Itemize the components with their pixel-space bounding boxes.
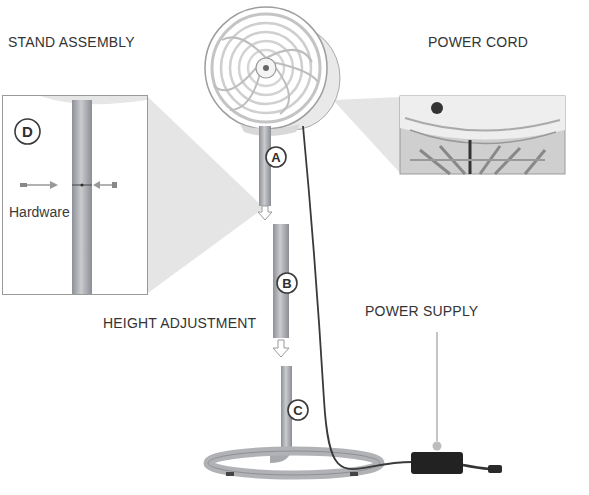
section-label: HEIGHT ADJUSTMENT (103, 315, 256, 331)
callout-letter: C (293, 404, 302, 417)
fan-head (205, 7, 340, 136)
section-label: STAND ASSEMBLY (8, 34, 135, 50)
section-label: POWER CORD (428, 34, 528, 50)
callout-circle: B (276, 272, 298, 294)
assembly-arrow (273, 340, 289, 357)
leader-dot (433, 442, 442, 451)
callout-circle: A (265, 146, 287, 168)
power-supply (411, 452, 502, 474)
stand-base (208, 366, 380, 476)
callout-letter: A (271, 151, 280, 164)
zoom-wedge (333, 97, 400, 173)
callout-letter: B (282, 277, 291, 290)
leader-line (436, 332, 438, 441)
assembly-arrow (258, 206, 272, 220)
callout-letter: D (22, 124, 33, 139)
inset-box: Hardware D (2, 95, 148, 295)
inset-pole (3, 96, 147, 294)
part-label: Hardware (9, 204, 70, 220)
cord-inset (400, 96, 565, 174)
callout-circle: D (14, 118, 41, 145)
section-label: POWER SUPPLY (365, 303, 478, 319)
pole-segment (259, 126, 271, 206)
power-cord (303, 126, 412, 469)
callout-circle: C (287, 399, 309, 421)
